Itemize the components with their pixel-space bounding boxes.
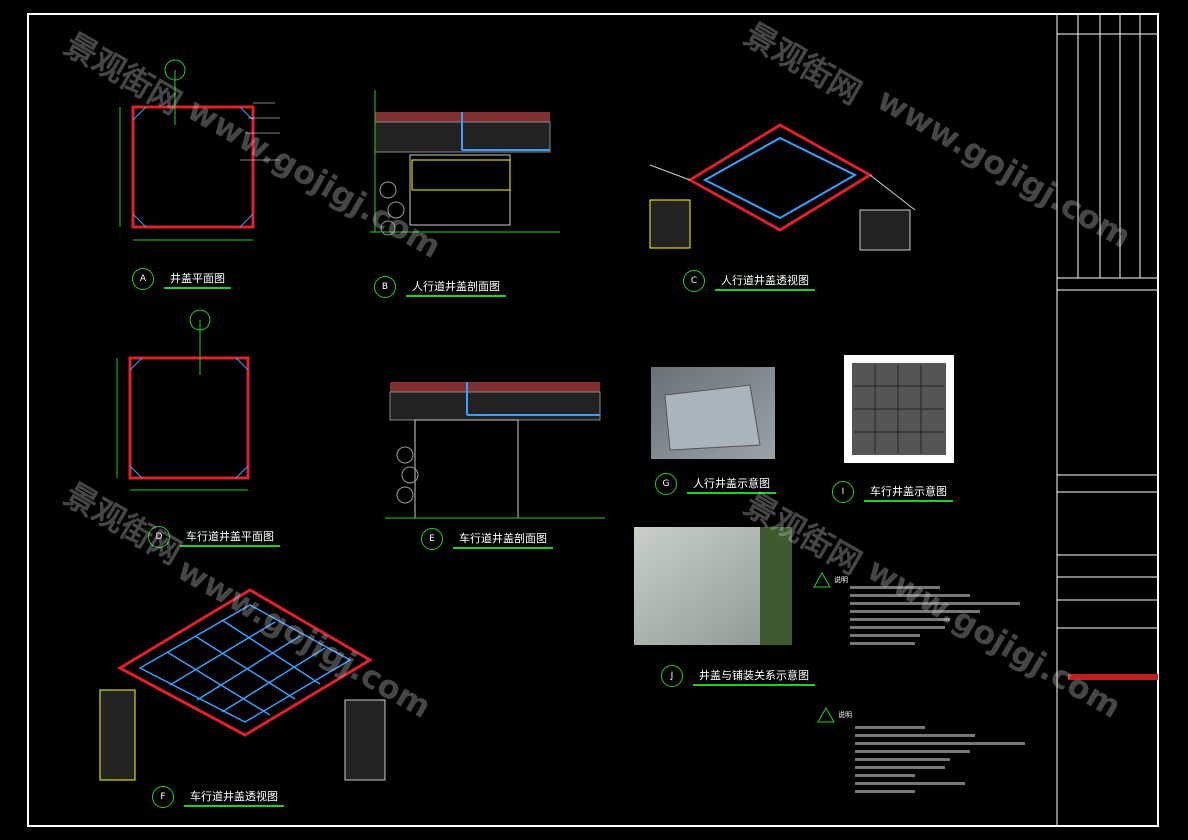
watermark-url: www.gojigj.com: [171, 550, 438, 726]
drawing-title: 车行道井盖剖面图: [453, 530, 553, 549]
drawing-title-f: F 车行道井盖透视图: [152, 786, 284, 808]
watermark-text: 景观街网: [58, 475, 188, 573]
photo-g: [651, 367, 775, 459]
drawing-title: 人行道井盖剖面图: [406, 278, 506, 297]
watermark-text: 景观街网: [738, 15, 868, 113]
notes: [813, 571, 1025, 793]
plan-a: [119, 59, 280, 241]
title-block: [1056, 14, 1158, 826]
drawing-id-circle: E: [421, 528, 443, 550]
section-b: [370, 90, 560, 236]
drawing-title-c: C 人行道井盖透视图: [683, 270, 815, 292]
drawing-title: 车行道井盖透视图: [184, 788, 284, 807]
drawing-id-circle: I: [832, 481, 854, 503]
drawing-title: 人行井盖示意图: [687, 475, 776, 494]
sheet-frame: [27, 13, 1159, 827]
perspective-f: [99, 588, 386, 781]
drawing-id-circle: F: [152, 786, 174, 808]
watermark-text: 景观街网: [58, 25, 188, 123]
note-label-1: 说明: [834, 576, 848, 584]
photo-j: [634, 527, 792, 645]
drawing-title-e: E 车行道井盖剖面图: [421, 528, 553, 550]
drawing-title-i: I 车行井盖示意图: [832, 481, 953, 503]
drawing-id-circle: C: [683, 270, 705, 292]
drawing-id-circle: D: [148, 526, 170, 548]
drawing-title-b: B 人行道井盖剖面图: [374, 276, 506, 298]
watermark-url: www.gojigj.com: [861, 550, 1128, 726]
drawing-id-circle: A: [132, 268, 154, 290]
watermark-url: www.gojigj.com: [871, 80, 1138, 256]
drawing-title-d: D 车行道井盖平面图: [148, 526, 280, 548]
note-label-2: 说明: [838, 711, 852, 719]
drawing-title: 井盖与铺装关系示意图: [693, 667, 815, 686]
drawing-id-circle: B: [374, 276, 396, 298]
section-e: [385, 382, 605, 519]
plan-d: [116, 309, 250, 491]
drawing-title: 人行道井盖透视图: [715, 272, 815, 291]
watermark-url: www.gojigj.com: [181, 90, 448, 266]
drawing-title: 井盖平面图: [164, 270, 231, 289]
drawing-title: 车行井盖示意图: [864, 483, 953, 502]
drawing-id-circle: G: [655, 473, 677, 495]
photo-i: [844, 355, 954, 463]
drawing-title-g: G 人行井盖示意图: [655, 473, 776, 495]
perspective-c: [649, 123, 916, 251]
drawing-id-circle: J: [661, 665, 683, 687]
drawing-title-j: J 井盖与铺装关系示意图: [661, 665, 815, 687]
drawing-title-a: A 井盖平面图: [132, 268, 231, 290]
drawing-title: 车行道井盖平面图: [180, 528, 280, 547]
